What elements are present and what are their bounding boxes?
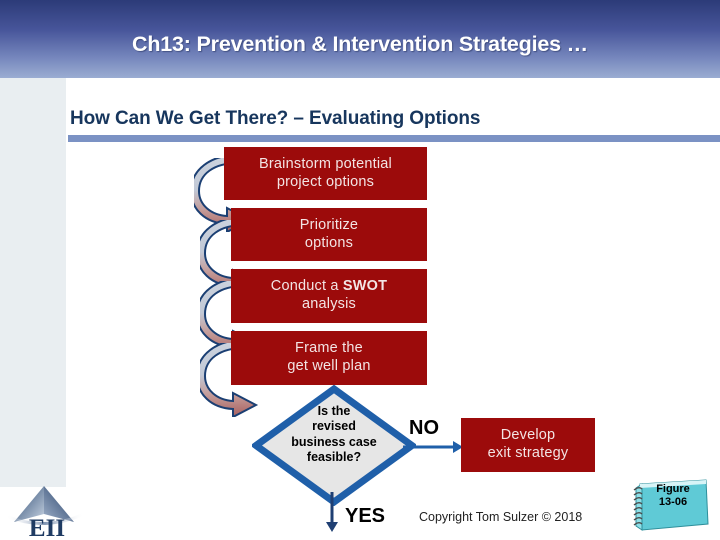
notebook-icon xyxy=(633,479,709,531)
eii-logo: EII xyxy=(5,486,85,538)
process-box-brainstorm-line1: Brainstorm potential xyxy=(259,155,392,172)
sidebar-accent-strip xyxy=(0,78,66,487)
branch-arrow-no-icon xyxy=(403,441,463,453)
process-box-prioritize-line1: Prioritize xyxy=(299,216,359,233)
eii-logo-text: EII xyxy=(29,515,65,538)
exit-strategy-line1: Develop xyxy=(500,427,556,444)
section-subtitle: How Can We Get There? – Evaluating Optio… xyxy=(70,108,481,129)
process-box-swot-line2: analysis xyxy=(302,296,356,312)
subtitle-divider-rule xyxy=(68,135,720,142)
branch-label-yes: YES xyxy=(345,505,386,527)
decision-diamond-shape xyxy=(252,385,416,506)
branch-label-no: NO xyxy=(409,417,439,439)
page-title: Ch13: Prevention & Intervention Strategi… xyxy=(132,32,588,56)
process-box-swot-analysis: Conduct a SWOT analysis xyxy=(231,269,427,323)
branch-arrow-yes-icon xyxy=(326,492,338,532)
process-box-prioritize: Prioritize options xyxy=(231,208,427,261)
exit-strategy-line2: exit strategy xyxy=(487,445,569,461)
process-box-brainstorm-line2: project options xyxy=(276,173,375,190)
process-box-frame-line2: get well plan xyxy=(287,358,371,374)
process-box-prioritize-line2: options xyxy=(304,234,354,251)
loop-arrow-icon-4 xyxy=(200,343,259,417)
process-box-brainstorm: Brainstorm potential project options xyxy=(224,147,427,200)
process-box-swot-line1-prefix: Conduct a xyxy=(270,278,343,295)
copyright-notice: Copyright Tom Sulzer © 2018 xyxy=(419,510,583,524)
process-box-exit-strategy: Develop exit strategy xyxy=(461,418,595,472)
process-box-frame-plan: Frame the get well plan xyxy=(231,331,427,385)
process-box-swot-acronym: SWOT xyxy=(342,278,388,295)
slide-header-banner: Ch13: Prevention & Intervention Strategi… xyxy=(0,0,720,78)
process-box-frame-line1: Frame the xyxy=(295,340,363,357)
